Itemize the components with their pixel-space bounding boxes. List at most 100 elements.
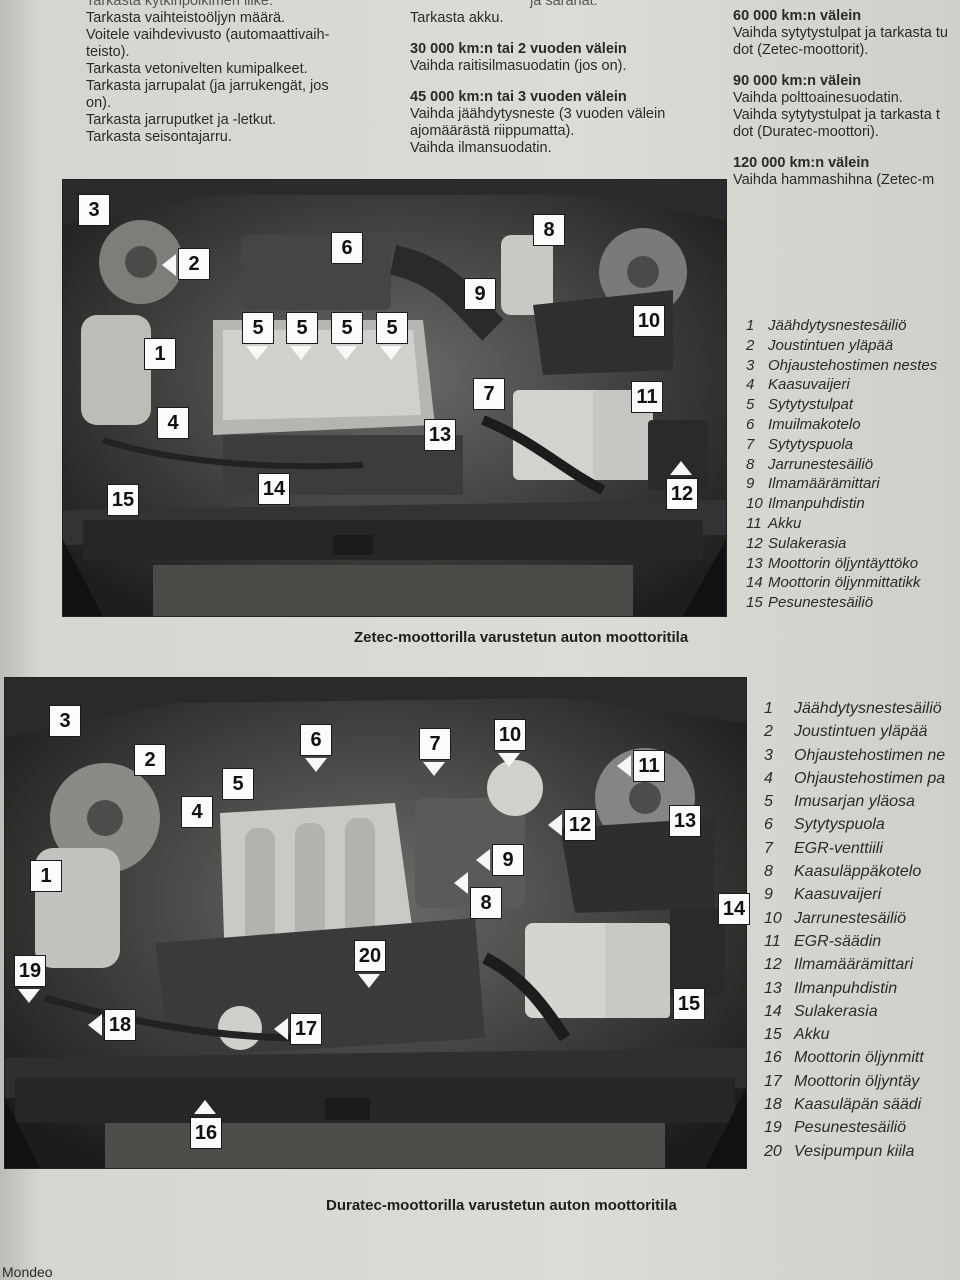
zetec-engine-bay-photo xyxy=(62,179,727,617)
text-line: Vaihda polttoainesuodatin. xyxy=(733,90,903,106)
text-line: Vaihda sytytystulpat ja tarkasta t xyxy=(733,107,940,123)
callout-marker: 17 xyxy=(290,1013,322,1045)
text-line: dot (Duratec-moottori). xyxy=(733,124,879,140)
callout-arrow xyxy=(358,974,380,988)
service-text-column-1: Tarkasta kytkinpolkimen liike. Tarkasta … xyxy=(86,0,386,146)
callout-marker: 9 xyxy=(492,844,524,876)
text-line: Tarkasta vetonivelten kumipalkeet. xyxy=(86,61,308,77)
callout-arrow xyxy=(194,1100,216,1114)
callout-marker: 4 xyxy=(181,796,213,828)
callout-marker: 10 xyxy=(494,719,526,751)
text-line: Vaihda jäähdytysneste (3 vuoden välein xyxy=(410,106,666,122)
callout-marker: 5 xyxy=(222,768,254,800)
text-line: teisto). xyxy=(86,44,130,60)
text-line: ajomäärästä riippumatta). xyxy=(410,123,575,139)
callout-marker: 15 xyxy=(673,988,705,1020)
callout-marker: 1 xyxy=(30,860,62,892)
section-heading: 120 000 km:n välein xyxy=(733,155,870,171)
page-footer: Mondeo xyxy=(2,1264,53,1280)
callout-marker: 16 xyxy=(190,1117,222,1149)
service-text-column-2: ja saranat. Tarkasta akku. 30 000 km:n t… xyxy=(410,0,720,157)
callout-arrow xyxy=(274,1018,288,1040)
callout-arrow xyxy=(617,755,631,777)
callout-marker: 12 xyxy=(666,478,698,510)
callout-marker: 4 xyxy=(157,407,189,439)
callout-arrow xyxy=(476,849,490,871)
callout-marker: 19 xyxy=(14,955,46,987)
callout-marker: 14 xyxy=(718,893,750,925)
callout-marker: 5 xyxy=(286,312,318,344)
text-line: Tarkasta kytkinpolkimen liike. xyxy=(86,0,273,9)
text-line: dot (Zetec-moottorit). xyxy=(733,42,869,58)
callout-arrow xyxy=(454,872,468,894)
callout-arrow xyxy=(548,814,562,836)
callout-arrow xyxy=(162,254,176,276)
callout-marker: 15 xyxy=(107,484,139,516)
callout-marker: 1 xyxy=(144,338,176,370)
callout-arrow xyxy=(498,753,520,767)
callout-arrow xyxy=(670,461,692,475)
callout-marker: 2 xyxy=(178,248,210,280)
text-line: Tarkasta akku. xyxy=(410,10,504,26)
callout-marker: 7 xyxy=(419,728,451,760)
text-line: Tarkasta seisontajarru. xyxy=(86,129,232,145)
figure-caption: Duratec-moottorilla varustetun auton moo… xyxy=(326,1197,677,1214)
callout-arrow xyxy=(246,346,268,360)
callout-marker: 9 xyxy=(464,278,496,310)
callout-marker: 12 xyxy=(564,809,596,841)
callout-arrow xyxy=(380,346,402,360)
section-heading: 60 000 km:n välein xyxy=(733,8,862,24)
callout-marker: 5 xyxy=(331,312,363,344)
callout-marker: 5 xyxy=(242,312,274,344)
callout-marker: 6 xyxy=(300,724,332,756)
callout-marker: 7 xyxy=(473,378,505,410)
text-line: Vaihda sytytystulpat ja tarkasta tu xyxy=(733,25,948,41)
callout-marker: 10 xyxy=(633,305,665,337)
text-line: Tarkasta vaihteistoöljyn määrä. xyxy=(86,10,286,26)
callout-marker: 3 xyxy=(49,705,81,737)
callout-marker: 11 xyxy=(633,750,665,782)
section-heading: 45 000 km:n tai 3 vuoden välein xyxy=(410,89,627,105)
text-line: Vaihda hammashihna (Zetec-m xyxy=(733,172,935,188)
callout-marker: 18 xyxy=(104,1009,136,1041)
callout-marker: 5 xyxy=(376,312,408,344)
callout-marker: 8 xyxy=(470,887,502,919)
engine-bay-illustration xyxy=(63,180,726,616)
callout-arrow xyxy=(88,1014,102,1036)
section-heading: 30 000 km:n tai 2 vuoden välein xyxy=(410,41,627,57)
callout-arrow xyxy=(423,762,445,776)
text-line: ja saranat. xyxy=(530,0,598,9)
callout-marker: 2 xyxy=(134,744,166,776)
callout-marker: 13 xyxy=(669,805,701,837)
text-line: Tarkasta jarrupalat (ja jarrukengät, jos xyxy=(86,78,329,94)
